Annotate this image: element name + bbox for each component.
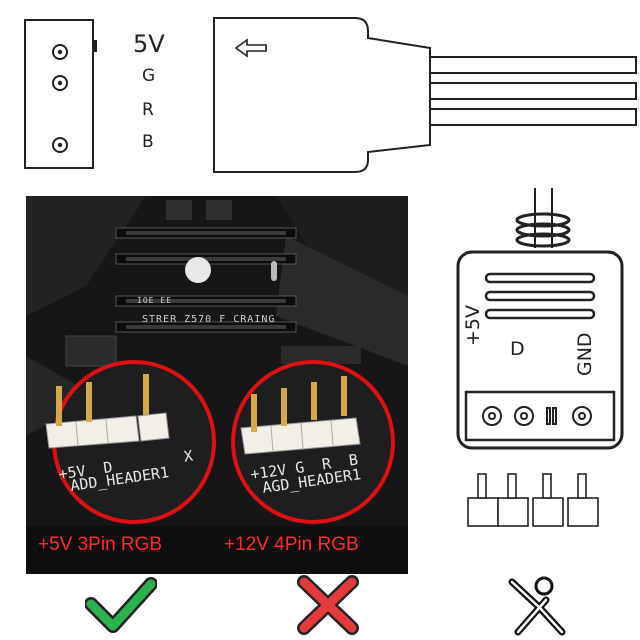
socket-hole (52, 44, 68, 60)
plug-wires (429, 56, 637, 126)
motherboard-photo (26, 196, 408, 574)
socket-hole (52, 137, 68, 153)
cross-icon (297, 575, 359, 635)
arrow-left-icon (234, 38, 267, 58)
person-icon (508, 576, 566, 636)
left-header-pins (45, 374, 170, 449)
top-connector-diagram (24, 17, 637, 173)
board-silkscreen: STRER Z570 F CRAING (142, 314, 276, 325)
socket-label-b: B (142, 132, 154, 152)
plug-label-d: D (510, 338, 525, 360)
right-header-pins (240, 376, 361, 455)
socket-hole (52, 75, 68, 91)
plug-label-gnd: GND (574, 332, 596, 376)
plug-pin-face (464, 390, 616, 442)
socket-label-r: R (142, 100, 154, 120)
plug-body (213, 17, 431, 173)
board-silkscreen-small: IOE EE (137, 296, 172, 305)
left-caption: +5V 3Pin RGB (38, 534, 163, 555)
plug-label-5v: +5V (462, 304, 484, 346)
right-caption: +12V 4Pin RGB (224, 534, 359, 555)
check-icon (85, 577, 157, 633)
small-header-pins (467, 473, 599, 527)
socket-label-5v: 5V (133, 30, 165, 58)
socket-label-g: G (142, 66, 156, 86)
plug-front-diagram (456, 188, 624, 527)
